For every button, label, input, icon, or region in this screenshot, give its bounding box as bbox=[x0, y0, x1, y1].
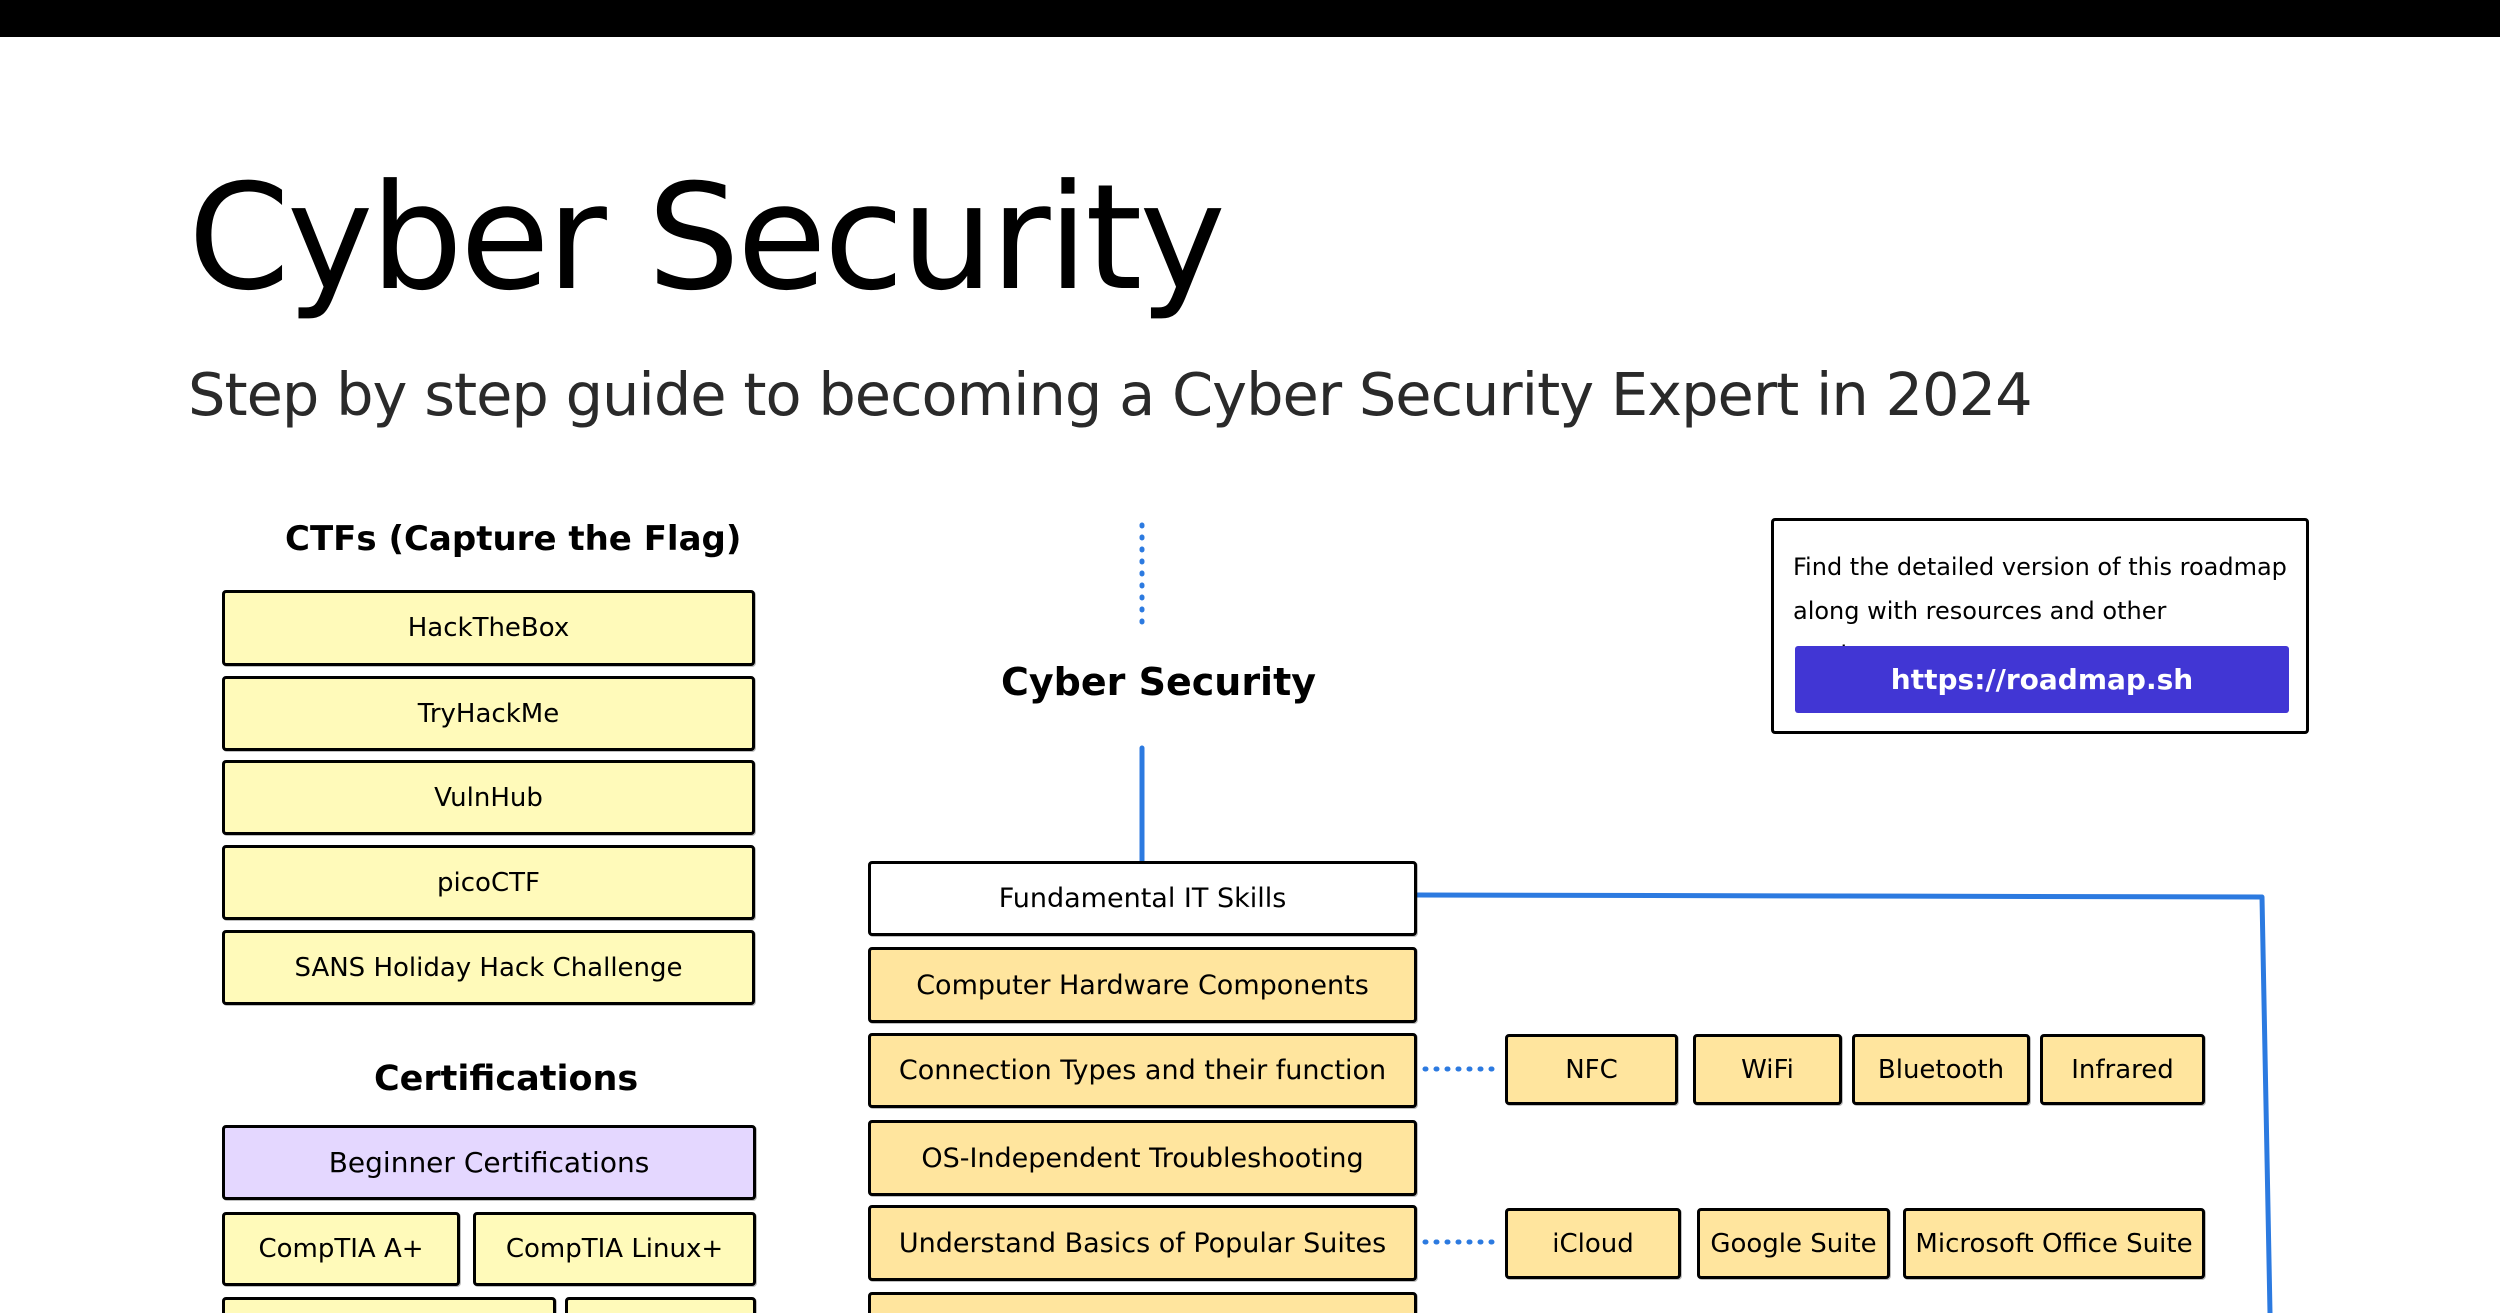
connection-infrared[interactable]: Infrared bbox=[2040, 1034, 2205, 1105]
page-title: Cyber Security bbox=[188, 153, 1226, 323]
top-bar bbox=[0, 0, 2500, 37]
topic-computer-hardware[interactable]: Computer Hardware Components bbox=[868, 947, 1417, 1023]
roadmap-center-title: Cyber Security bbox=[1001, 660, 1317, 704]
page-subtitle: Step by step guide to becoming a Cyber S… bbox=[188, 360, 2033, 429]
ctf-item-vulnhub[interactable]: VulnHub bbox=[222, 760, 755, 835]
beginner-certifications[interactable]: Beginner Certifications bbox=[222, 1125, 756, 1200]
topic-os-troubleshooting[interactable]: OS-Independent Troubleshooting bbox=[868, 1120, 1417, 1196]
ctfs-heading: CTFs (Capture the Flag) bbox=[285, 519, 742, 559]
topic-connection-types[interactable]: Connection Types and their function bbox=[868, 1033, 1417, 1108]
cert-comptia-linux-plus[interactable]: CompTIA Linux+ bbox=[473, 1212, 756, 1286]
info-box: Find the detailed version of this roadma… bbox=[1771, 518, 2309, 734]
cert-item-partial-1[interactable] bbox=[222, 1297, 556, 1313]
ctf-item-picoctf[interactable]: picoCTF bbox=[222, 845, 755, 920]
suite-google[interactable]: Google Suite bbox=[1697, 1208, 1890, 1279]
certifications-heading: Certifications bbox=[374, 1059, 639, 1099]
topic-popular-suites[interactable]: Understand Basics of Popular Suites bbox=[868, 1205, 1417, 1281]
fundamental-it-skills[interactable]: Fundamental IT Skills bbox=[868, 861, 1417, 936]
cert-comptia-a-plus[interactable]: CompTIA A+ bbox=[222, 1212, 460, 1286]
ctf-item-tryhackme[interactable]: TryHackMe bbox=[222, 676, 755, 751]
suite-icloud[interactable]: iCloud bbox=[1505, 1208, 1681, 1279]
suite-microsoft-office[interactable]: Microsoft Office Suite bbox=[1903, 1208, 2205, 1279]
cert-item-partial-2[interactable] bbox=[565, 1297, 756, 1313]
connection-wifi[interactable]: WiFi bbox=[1693, 1034, 1842, 1105]
topic-partial-next[interactable] bbox=[868, 1292, 1417, 1313]
roadmap-link-button[interactable]: https://roadmap.sh bbox=[1795, 646, 2289, 713]
ctf-item-hackthebox[interactable]: HackTheBox bbox=[222, 590, 755, 666]
connection-bluetooth[interactable]: Bluetooth bbox=[1852, 1034, 2030, 1105]
connection-nfc[interactable]: NFC bbox=[1505, 1034, 1678, 1105]
ctf-item-sans-holiday-hack[interactable]: SANS Holiday Hack Challenge bbox=[222, 930, 755, 1005]
